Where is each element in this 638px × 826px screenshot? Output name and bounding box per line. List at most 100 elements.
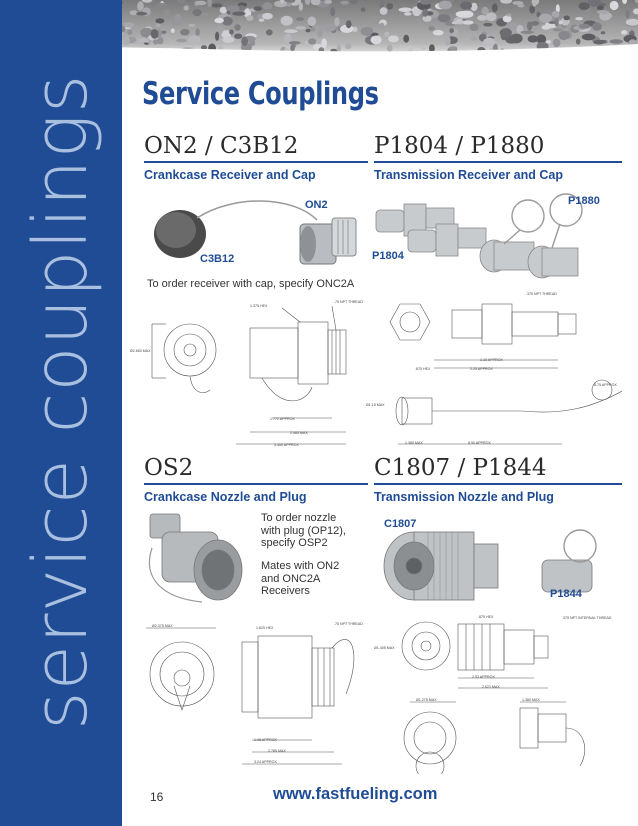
gravel-stone — [530, 21, 540, 26]
os2-product-photo — [148, 513, 243, 603]
gravel-stone — [470, 36, 477, 41]
gravel-stone — [370, 35, 382, 45]
gravel-stone — [345, 43, 352, 50]
gravel-stone — [541, 25, 551, 30]
gravel-stone — [526, 21, 533, 31]
order-note-on2: To order receiver with cap, specify ONC2… — [147, 278, 355, 290]
gravel-stone — [412, 9, 421, 17]
gravel-stone — [360, 7, 366, 12]
gravel-stone — [421, 45, 427, 50]
gravel-stone — [200, 13, 209, 16]
section-subtitle-p1804: Transmission Receiver and Cap — [374, 168, 563, 182]
c1807-product-photo — [383, 529, 597, 601]
dim-p1804-length2: 2.25 APPROX — [470, 367, 493, 371]
gravel-stone — [555, 4, 560, 14]
gravel-stone — [138, 38, 149, 43]
c1807-technical-drawing — [401, 621, 586, 774]
dim-p1804-hex: .875 HEX — [415, 367, 431, 371]
gravel-stone — [558, 30, 570, 40]
gravel-stone — [552, 38, 561, 48]
gravel-stone — [280, 15, 293, 26]
gravel-stone — [324, 23, 337, 32]
gravel-stone — [487, 28, 493, 34]
page-number: 16 — [150, 790, 164, 804]
gravel-stone — [155, 23, 161, 27]
gravel-stone — [429, 44, 435, 53]
gravel-stone — [461, 20, 474, 25]
gravel-stone — [222, 16, 233, 26]
gravel-stone — [155, 2, 168, 10]
gravel-stone — [122, 22, 135, 28]
gravel-stone — [609, 39, 623, 44]
gravel-stone — [415, 0, 420, 3]
gravel-stone — [481, 6, 489, 15]
gravel-stone — [470, 2, 478, 12]
website-link[interactable]: www.fastfueling.com — [273, 785, 438, 803]
gravel-stone — [558, 20, 563, 25]
content-area: Service Couplings ON2 / C3B12 Crankcase … — [122, 0, 638, 826]
gravel-stone — [469, 23, 479, 31]
label-on2: ON2 — [305, 199, 328, 211]
gravel-stone — [296, 17, 305, 21]
gravel-stone — [563, 15, 570, 21]
dim-on2-length2: 2.585 MAX — [290, 431, 308, 435]
dim-c1807-length2: 2.621 MAX — [482, 685, 500, 689]
dim-c1807-diameter: Ø1.405 MAX — [374, 646, 395, 650]
gravel-stone — [360, 26, 374, 36]
gravel-stone — [403, 34, 410, 43]
gravel-stone — [438, 0, 453, 10]
dim-os2-thread: .75 NPT THREAD — [334, 622, 363, 626]
gravel-stone — [298, 2, 303, 11]
gravel-stone — [284, 33, 292, 44]
gravel-stone — [157, 36, 164, 45]
gravel-stone — [201, 45, 207, 51]
gravel-stone — [596, 5, 604, 10]
gravel-stone — [512, 1, 524, 5]
p1804-technical-drawing — [389, 303, 622, 445]
gravel-stone — [516, 24, 524, 34]
gravel-stone — [483, 37, 496, 47]
gravel-stone — [596, 10, 609, 15]
dim-p1804-lanyard: 8.50 APPROX — [468, 441, 491, 445]
sidebar-band: service couplings — [0, 0, 122, 826]
gravel-stone — [536, 11, 541, 18]
gravel-stone — [460, 1, 472, 10]
gravel-stone — [548, 21, 557, 24]
gravel-stone — [609, 0, 619, 11]
mates-note-os2: Mates with ON2 and ONC2A Receivers — [261, 560, 371, 598]
gravel-stone — [266, 29, 273, 36]
gravel-stone — [300, 21, 305, 26]
gravel-stone — [192, 9, 202, 17]
dim-os2-hex: 1.625 HEX — [256, 626, 274, 630]
dim-c1807-hex: .875 HEX — [478, 615, 494, 619]
gravel-stone — [551, 10, 560, 18]
gravel-stone — [507, 22, 518, 30]
gravel-stone — [477, 15, 488, 21]
section-rule-os2 — [144, 483, 368, 485]
gravel-stone — [232, 11, 246, 16]
gravel-stone — [419, 0, 431, 5]
gravel-stone — [575, 38, 581, 45]
gravel-stone — [218, 46, 223, 50]
gravel-stone — [174, 13, 182, 22]
gravel-stone — [127, 29, 133, 35]
gravel-stone — [352, 26, 358, 33]
gravel-stone — [554, 17, 559, 27]
dim-p1804-thread: .375 NPT THREAD — [526, 292, 557, 296]
gravel-stone — [262, 2, 273, 10]
gravel-stone — [137, 1, 144, 12]
sidebar-vertical-title: service couplings — [18, 73, 104, 730]
gravel-stone — [398, 7, 413, 13]
gravel-stone — [188, 35, 201, 45]
gravel-stone — [455, 11, 470, 18]
gravel-stone — [449, 28, 455, 34]
gravel-stone — [500, 0, 512, 4]
gravel-stone — [599, 13, 611, 21]
gravel-stone — [310, 26, 316, 32]
gravel-stone — [532, 1, 537, 7]
order-note-os2-line3: specify OSP2 — [261, 537, 328, 549]
gravel-stone — [625, 18, 638, 26]
dim-c1807-plug-diameter: Ø1.275 MAX — [416, 698, 437, 702]
dim-p1804-diameter: Ø1.15 MAX — [366, 403, 385, 407]
gravel-stone — [219, 6, 228, 14]
